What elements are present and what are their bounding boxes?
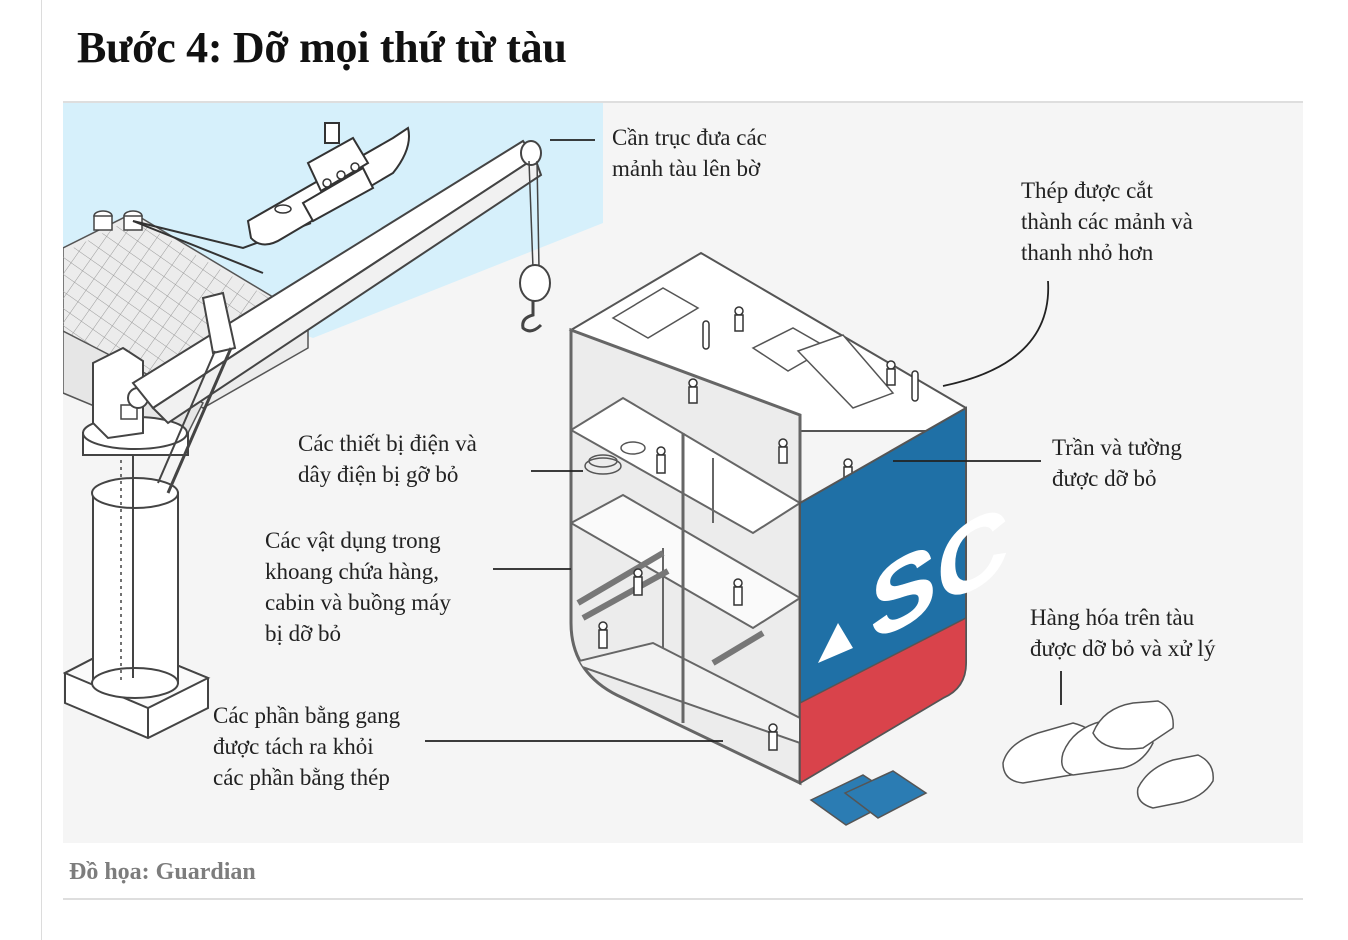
label-electrical: Các thiết bị điện và dây điện bị gỡ bỏ: [298, 428, 477, 490]
left-margin-rule: [41, 0, 42, 940]
label-onboard-goods-line2: được dỡ bỏ và xử lý: [1030, 636, 1216, 661]
label-steel-cut: Thép được cắt thành các mảnh và thanh nh…: [1021, 175, 1193, 268]
label-steel-cut-line3: thanh nhỏ hơn: [1021, 240, 1154, 265]
label-steel-cut-line2: thành các mảnh và: [1021, 209, 1193, 234]
label-steel-cut-line1: Thép được cắt: [1021, 178, 1153, 203]
label-cargo-items-line3: cabin và buồng máy: [265, 590, 451, 615]
page-title: Bước 4: Dỡ mọi thứ từ tàu: [77, 23, 567, 72]
label-cast-iron-line3: các phần bằng thép: [213, 765, 390, 790]
steel-plates: [809, 770, 928, 826]
label-ceilings-walls-line2: được dỡ bỏ: [1052, 466, 1157, 491]
label-cargo-items-line2: khoang chứa hàng,: [265, 559, 440, 584]
label-ceilings-walls-line1: Trần và tường: [1052, 435, 1182, 460]
label-ceilings-walls: Trần và tường được dỡ bỏ: [1052, 432, 1182, 494]
label-electrical-line2: dây điện bị gỡ bỏ: [298, 462, 459, 487]
label-cargo-items-line1: Các vật dụng trong: [265, 528, 441, 553]
label-onboard-goods-line1: Hàng hóa trên tàu: [1030, 605, 1195, 630]
label-electrical-line1: Các thiết bị điện và: [298, 431, 477, 456]
ship-cross-section: SC: [568, 251, 1009, 786]
label-crane-line2: mảnh tàu lên bờ: [612, 156, 761, 181]
infographic-figure: SC: [63, 103, 1303, 843]
graphic-credit: Đồ họa: Guardian: [69, 859, 256, 885]
label-crane: Cần trục đưa các mảnh tàu lên bờ: [612, 122, 767, 184]
label-cast-iron: Các phần bằng gang được tách ra khỏi các…: [213, 700, 400, 793]
label-cast-iron-line1: Các phần bằng gang: [213, 703, 401, 728]
crane-illustration: [63, 139, 551, 740]
cars-pile: [1002, 700, 1214, 809]
tugboat-illustration: [246, 122, 410, 246]
top-divider: [63, 101, 1303, 103]
label-crane-line1: Cần trục đưa các: [612, 125, 767, 150]
leader-lines: [425, 139, 1062, 742]
label-onboard-goods: Hàng hóa trên tàu được dỡ bỏ và xử lý: [1030, 602, 1215, 664]
label-cast-iron-line2: được tách ra khỏi: [213, 734, 374, 759]
label-cargo-items-line4: bị dỡ bỏ: [265, 621, 342, 646]
label-cargo-items: Các vật dụng trong khoang chứa hàng, cab…: [265, 525, 451, 649]
bottom-divider: [63, 898, 1303, 900]
